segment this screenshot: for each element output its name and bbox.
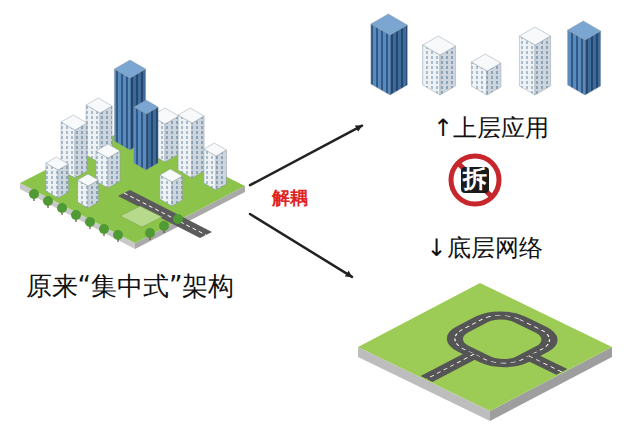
illustration-group: 原来“集中式”架构	[10, 70, 250, 310]
buildings-illustration	[371, 14, 601, 95]
caption-text: ↑上层应用	[433, 114, 549, 143]
process-label: 解耦	[272, 186, 308, 210]
caption-text: ↓底层网络	[426, 234, 542, 263]
sign-glyph: 拆	[461, 167, 489, 192]
caption-text: 原来“集中式”架构	[26, 271, 235, 302]
flow-arrow	[250, 214, 352, 277]
city-illustration	[20, 60, 245, 249]
illustration-group: ↓底层网络	[352, 232, 617, 427]
road-illustration	[358, 283, 612, 421]
prohibition-sign: 拆	[447, 152, 503, 208]
illustration-group: ↑上层应用	[362, 5, 620, 147]
flow-arrow	[250, 126, 362, 186]
